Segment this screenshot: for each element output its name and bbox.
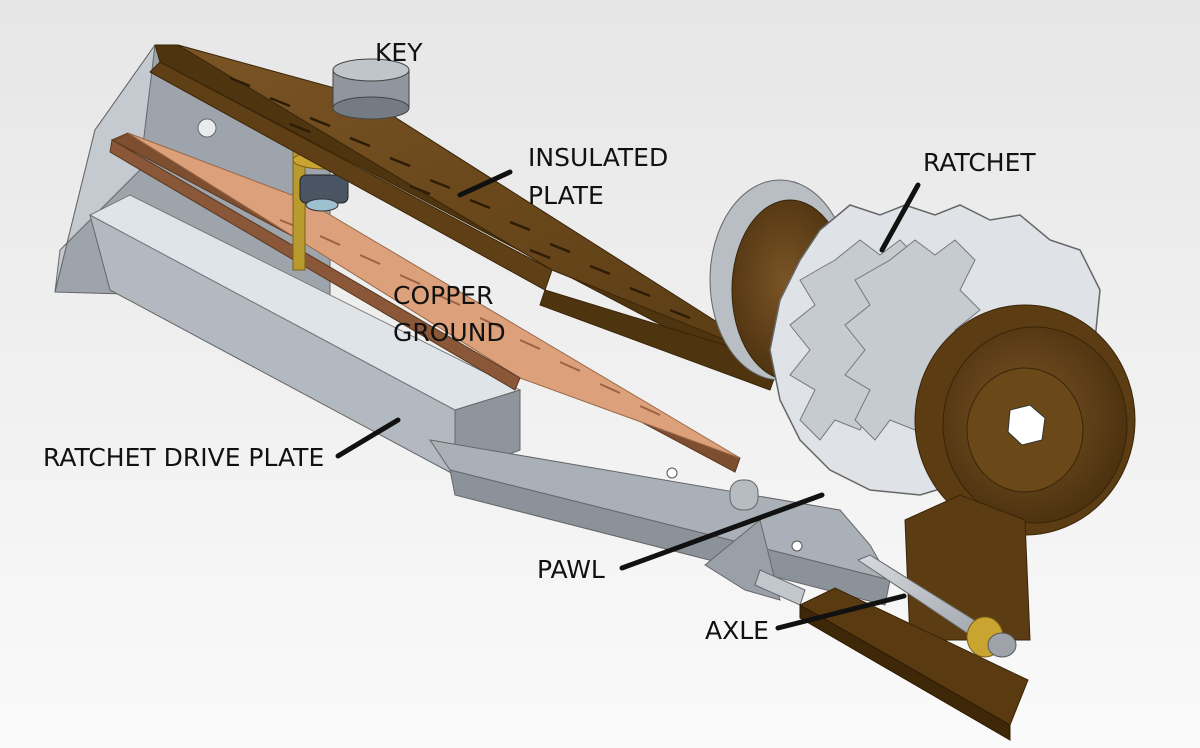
leader-ratchet-drive-plate [335, 417, 401, 459]
label-insulated-plate-line1: INSULATED [528, 143, 669, 172]
label-copper-ground-line2: GROUND [393, 318, 506, 347]
label-copper-ground-line1: COPPER [393, 281, 494, 310]
label-pawl: PAWL [537, 555, 605, 584]
label-ratchet-drive-plate: RATCHET DRIVE PLATE [43, 443, 325, 472]
leader-insulated-plate [457, 169, 513, 198]
leader-lines [335, 169, 921, 631]
leader-ratchet [879, 182, 921, 253]
label-key: KEY [375, 38, 423, 67]
label-axle: AXLE [705, 616, 769, 645]
label-insulated-plate-line2: PLATE [528, 181, 604, 210]
ratchet-drive-plate [88, 194, 522, 476]
leader-axle [775, 593, 907, 631]
leader-pawl [619, 492, 825, 571]
label-ratchet: RATCHET [923, 148, 1036, 177]
axle-assembly [729, 479, 1029, 741]
ratchet-assembly [709, 179, 1136, 641]
insulated-plate [149, 44, 781, 391]
key-knob [332, 58, 410, 120]
copper-ground-plate [109, 132, 741, 473]
pawl-arm [428, 439, 892, 606]
